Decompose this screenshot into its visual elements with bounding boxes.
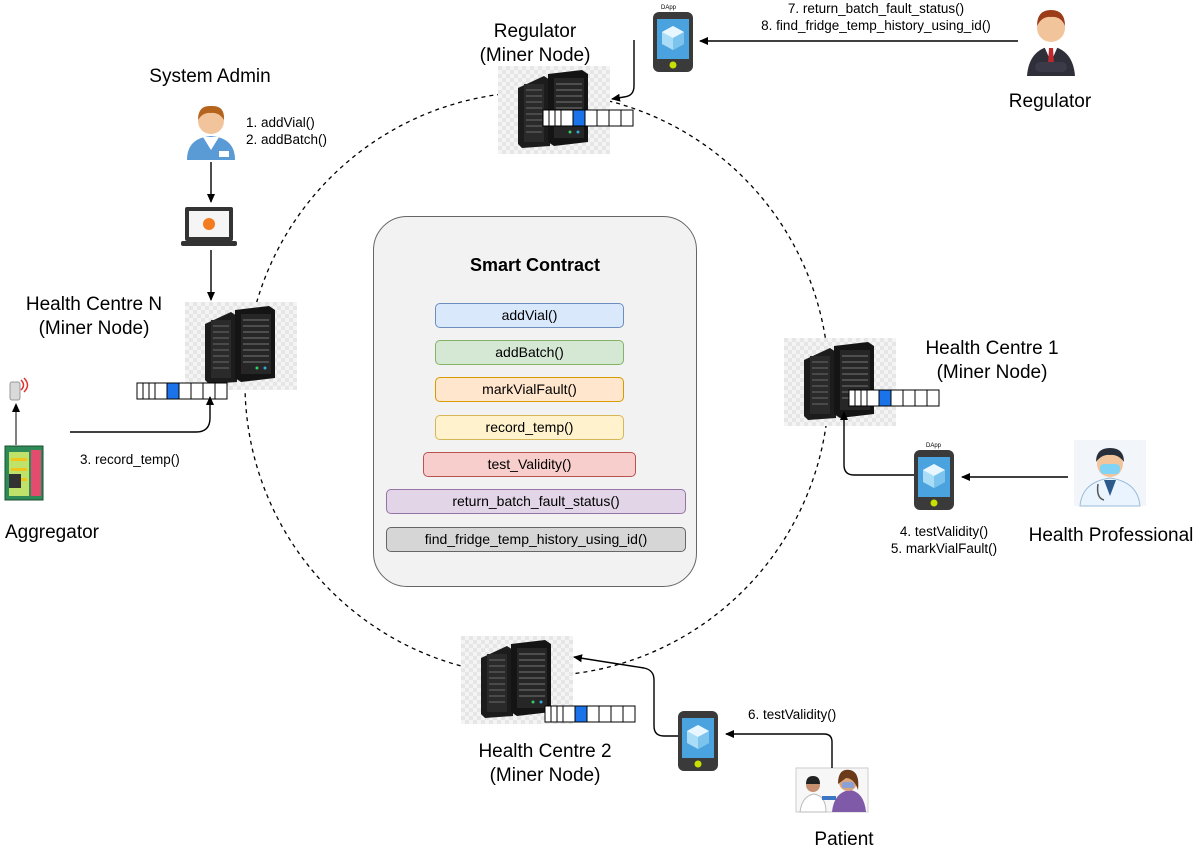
regulator-calls: 7. return_batch_fault_status() 8. find_f… [742, 0, 1010, 34]
aggregator-fridge-icon [4, 445, 44, 501]
dapp-phone-health-professional-icon [914, 450, 954, 510]
admin-calls: 1. addVial() 2. addBatch() [246, 114, 327, 148]
chain-health-centre-1 [848, 389, 940, 407]
regulator-node-label: Regulator (Miner Node) [450, 20, 620, 68]
health-centre-2-label: Health Centre 2 (Miner Node) [460, 740, 630, 788]
health-centre-1-label: Health Centre 1 (Miner Node) [910, 337, 1074, 385]
fn-find-fridge-temp-history: find_fridge_temp_history_using_id() [386, 527, 686, 552]
fn-record-temp: record_temp() [435, 415, 624, 440]
hp-call-5: 5. markVialFault() [890, 541, 998, 556]
aggregator-to-hcn-arrow [70, 396, 214, 433]
aggregator-call: 3. record_temp() [80, 452, 180, 467]
aggregator-label: Aggregator [4, 522, 99, 543]
chain-regulator-node [542, 109, 634, 127]
chain-health-centre-n [136, 382, 228, 400]
patient-to-phone-arrow [725, 730, 833, 768]
health-professional-label: Health Professional [1028, 525, 1194, 546]
health-centre-1-label-line2: (Miner Node) [936, 362, 1048, 383]
health-centre-2-label-line1: Health Centre 2 [478, 741, 612, 762]
fn-markvialfault: markVialFault() [435, 377, 624, 402]
system-admin-label: System Admin [149, 66, 271, 87]
admin-call-2: 2. addBatch() [246, 132, 328, 147]
health-centre-n-label-line1: Health Centre N [25, 294, 163, 315]
health-professional-calls: 4. testValidity() 5. markVialFault() [884, 523, 1004, 557]
dapp-phone-regulator-icon [653, 12, 693, 72]
fn-return-batch-fault-status: return_batch_fault_status() [386, 489, 686, 514]
patient-call: 6. testValidity() [748, 707, 837, 722]
chain-health-centre-2 [544, 705, 636, 723]
phone-to-hc2-arrow [573, 654, 678, 737]
regulator-label: Regulator [1008, 91, 1092, 112]
health-centre-n-label: Health Centre N (Miner Node) [6, 293, 182, 341]
health-centre-2-label-line2: (Miner Node) [489, 765, 601, 786]
smart-contract-title: Smart Contract [469, 255, 601, 275]
dapp-phone-patient-icon [678, 711, 718, 771]
system-admin-icon [187, 105, 235, 160]
dapp-label-regulator: DApp [661, 5, 677, 11]
patient-label: Patient [814, 829, 874, 850]
regulator-icon [1027, 10, 1075, 76]
patient-icon [795, 767, 869, 813]
phone-to-hc1-arrow [840, 411, 914, 476]
dapp-label-health-professional: DApp [926, 443, 942, 449]
server-health-centre-n [184, 301, 298, 391]
regulator-call-8: 8. find_fridge_temp_history_using_id() [761, 18, 991, 33]
fn-addvial: addVial() [435, 303, 624, 328]
fn-addbatch: addBatch() [435, 340, 624, 365]
iot-sensor-icon [9, 377, 29, 401]
hp-call-4: 4. testValidity() [899, 524, 989, 539]
health-centre-n-label-line2: (Miner Node) [38, 318, 150, 339]
regulator-node-label-line2: (Miner Node) [479, 45, 591, 66]
laptop-icon [181, 207, 237, 246]
health-professional-icon [1074, 440, 1146, 507]
health-centre-1-label-line1: Health Centre 1 [925, 338, 1059, 359]
phone-to-regulator-node-arrow [611, 40, 635, 102]
regulator-call-7: 7. return_batch_fault_status() [787, 1, 965, 16]
server-health-centre-1 [783, 337, 897, 427]
admin-call-1: 1. addVial() [246, 115, 315, 130]
regulator-node-label-line1: Regulator [493, 21, 577, 42]
fn-test-validity: test_Validity() [423, 452, 636, 477]
